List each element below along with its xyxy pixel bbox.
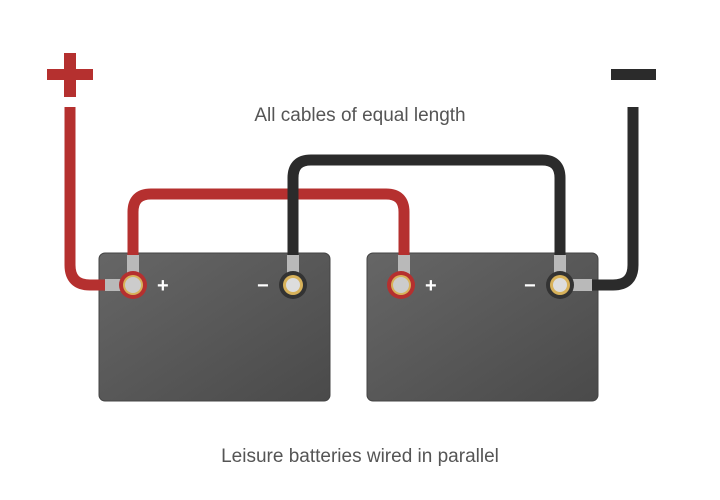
- battery-1-negative-terminal: [279, 271, 307, 299]
- main-positive-cable: [64, 107, 112, 291]
- battery-2-positive-terminal: [387, 271, 415, 299]
- positive-link-cable: [127, 188, 410, 262]
- main-positive-icon: [47, 53, 93, 97]
- main-negative-cable: [585, 107, 639, 291]
- bottom-caption: Leisure batteries wired in parallel: [221, 446, 499, 467]
- top-caption: All cables of equal length: [254, 105, 466, 126]
- battery-1: [98, 252, 331, 402]
- battery-2-negative-terminal: [546, 271, 574, 299]
- main-negative-icon: [611, 69, 656, 80]
- battery-2-negative-label: −: [524, 275, 536, 297]
- battery-1-positive-terminal: [119, 271, 147, 299]
- negative-link-cable: [287, 154, 566, 262]
- battery-1-negative-label: −: [257, 275, 269, 297]
- battery-2: [366, 252, 599, 402]
- battery-2-positive-label: +: [425, 275, 437, 297]
- battery-1-positive-label: +: [157, 275, 169, 297]
